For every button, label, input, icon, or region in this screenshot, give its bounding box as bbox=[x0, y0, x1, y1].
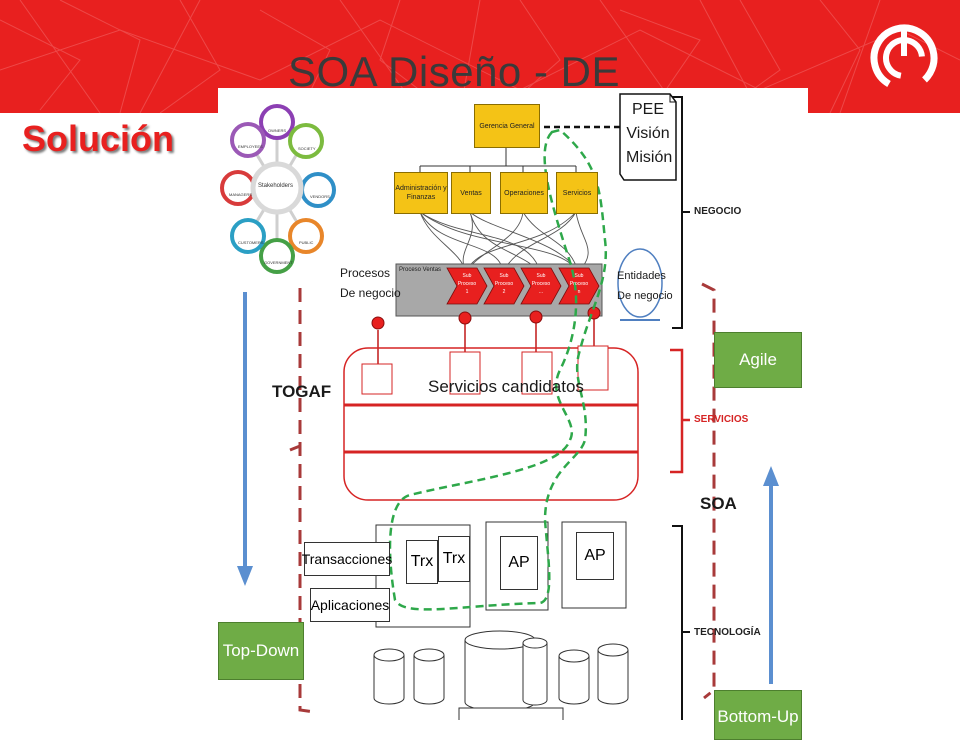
mision-line: Misión bbox=[626, 149, 673, 166]
subprocess-3: Sub Proceso ... bbox=[530, 272, 552, 296]
subprocess-line: Sub bbox=[574, 273, 584, 279]
subprocess-line: Proceso bbox=[569, 281, 589, 287]
area-box: Operaciones bbox=[500, 172, 548, 214]
stakeholders-wheel bbox=[220, 104, 336, 274]
entidades-label: Entidades De negocio bbox=[617, 266, 673, 306]
subprocess-line: n bbox=[577, 289, 581, 295]
subprocess-line: Proceso bbox=[494, 281, 514, 287]
area-box: Ventas bbox=[451, 172, 491, 214]
pee-document-icon bbox=[619, 93, 677, 181]
area-box: Servicios bbox=[556, 172, 598, 214]
tecnologia-layer-label: TECNOLOGÍA bbox=[694, 627, 761, 638]
stakeholder-petal-label: EMPLOYEES bbox=[238, 144, 263, 149]
stakeholder-petal-label: SOCIETY bbox=[298, 146, 316, 151]
subprocess-line: 1 bbox=[465, 289, 469, 295]
stakeholder-petal-label: VENDORS bbox=[310, 194, 330, 199]
subprocess-line: ... bbox=[538, 289, 544, 295]
transacciones-box: Transacciones bbox=[302, 542, 392, 576]
stakeholder-petal-label: OWNERS bbox=[268, 128, 286, 133]
subprocess-2: Sub Proceso 2 bbox=[493, 272, 515, 296]
subprocess-line: 2 bbox=[502, 289, 506, 295]
bottom-up-box: Bottom-Up bbox=[714, 690, 802, 740]
stakeholder-petal-label: MANAGERS bbox=[229, 192, 252, 197]
ap-box: AP bbox=[576, 532, 614, 580]
negocio-layer-label: NEGOCIO bbox=[694, 206, 742, 217]
ap-box: AP bbox=[500, 536, 538, 590]
process-band-title: Proceso Ventas bbox=[399, 267, 442, 273]
pee-note-text: PEE Visión Misión bbox=[626, 98, 673, 170]
trx-box: Trx bbox=[406, 540, 438, 584]
de-negocio-line: De negocio bbox=[340, 286, 401, 300]
top-down-box: Top-Down bbox=[218, 622, 304, 680]
entidades-line: Entidades bbox=[617, 270, 666, 282]
procesos-label: Procesos De negocio bbox=[340, 263, 401, 303]
area-box: Administración y Finanzas bbox=[394, 172, 448, 214]
servicios-candidatos-label: Servicios candidatos bbox=[428, 377, 584, 396]
stakeholder-petal-label: CUSTOMERS bbox=[238, 240, 264, 245]
slide-subtitle: Solución bbox=[22, 118, 174, 159]
aplicaciones-box: Aplicaciones bbox=[310, 588, 390, 622]
trx-box: Trx bbox=[438, 536, 470, 582]
university-logo-icon bbox=[868, 22, 940, 94]
subprocess-line: Proceso bbox=[531, 281, 551, 287]
subprocess-line: Sub bbox=[462, 273, 472, 279]
subprocess-line: Sub bbox=[499, 273, 509, 279]
pee-line: PEE bbox=[631, 101, 664, 118]
agile-box: Agile bbox=[714, 332, 802, 388]
soa-label: SOA bbox=[700, 494, 737, 513]
gerencia-general-box: Gerencia General bbox=[474, 104, 540, 148]
subprocess-line: Sub bbox=[536, 273, 546, 279]
slide-title: SOA Diseño - DE bbox=[288, 48, 620, 95]
stakeholder-petal-label: GOVERNMENT bbox=[264, 260, 293, 265]
stakeholders-center-label: Stakeholders bbox=[258, 183, 294, 189]
stakeholder-petal-label: PUBLIC bbox=[299, 240, 314, 245]
procesos-line: Procesos bbox=[340, 266, 391, 280]
subprocess-line: Proceso bbox=[457, 281, 477, 287]
subprocess-1: Sub Proceso 1 bbox=[456, 272, 478, 296]
subprocess-n: Sub Proceso n bbox=[568, 272, 590, 296]
entidades-de-negocio-line: De negocio bbox=[617, 290, 673, 302]
togaf-label: TOGAF bbox=[272, 382, 332, 401]
servicios-layer-label: SERVICIOS bbox=[694, 414, 749, 425]
vision-line: Visión bbox=[626, 125, 670, 142]
